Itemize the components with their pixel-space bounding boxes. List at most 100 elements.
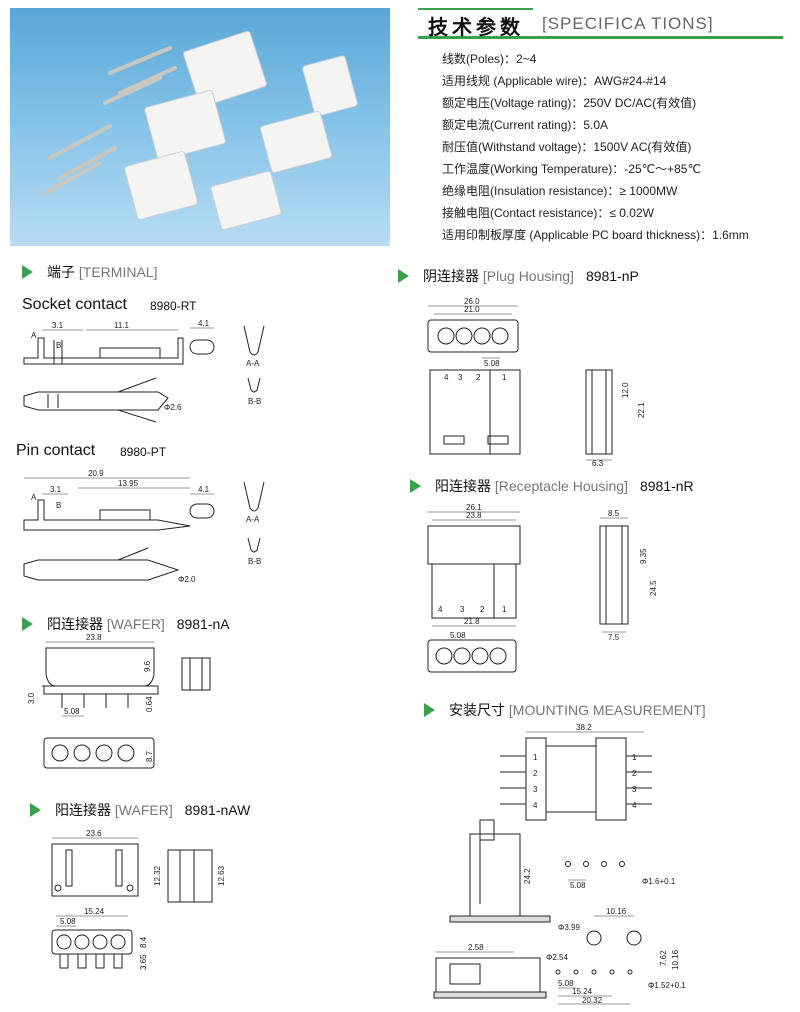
svg-text:6.3: 6.3 xyxy=(592,459,604,468)
spec-title-en: [SPECIFICA TIONS] xyxy=(542,14,714,33)
svg-text:20.32: 20.32 xyxy=(582,996,603,1005)
triangle-bullet-icon xyxy=(22,617,33,631)
mounting-drawing: 38.2 12 34 12 34 24.2 5.08 Φ1.6+0.1 10.1… xyxy=(433,723,686,1005)
svg-text:4: 4 xyxy=(632,801,637,810)
svg-text:Φ1.52+0.1: Φ1.52+0.1 xyxy=(648,981,686,990)
svg-text:8.5: 8.5 xyxy=(608,509,620,518)
wafer-section-title: 阳连接器 [WAFER]8981-nA xyxy=(22,614,230,634)
svg-text:3.0: 3.0 xyxy=(27,692,36,704)
svg-text:10.16: 10.16 xyxy=(606,907,627,916)
svg-text:A-A: A-A xyxy=(246,515,260,524)
triangle-bullet-icon xyxy=(410,479,421,493)
spec-header: 技术参数 [SPECIFICA TIONS] xyxy=(418,8,783,42)
pin-contact-label: Pin contact xyxy=(16,442,96,459)
svg-text:26.0: 26.0 xyxy=(464,297,480,306)
svg-text:3: 3 xyxy=(458,373,463,382)
mounting-section-title: 安装尺寸 [MOUNTING MEASUREMENT] xyxy=(424,700,706,720)
svg-text:20.9: 20.9 xyxy=(88,469,104,478)
socket-contact-drawing: 3.1 11.1 A B 4.1 A-A B-B Φ2.6 xyxy=(23,319,265,423)
svg-text:1: 1 xyxy=(533,753,538,762)
svg-text:B: B xyxy=(56,501,61,510)
svg-text:A-A: A-A xyxy=(246,359,260,368)
svg-text:7.62: 7.62 xyxy=(659,950,668,966)
spec-poles: 线数(Poles)：2~4 xyxy=(442,52,537,66)
svg-text:4.1: 4.1 xyxy=(198,485,210,494)
svg-text:38.2: 38.2 xyxy=(576,723,592,732)
svg-text:11.1: 11.1 xyxy=(114,321,130,330)
svg-text:24.5: 24.5 xyxy=(649,580,658,596)
terminal-section-title: 端子 [TERMINAL] xyxy=(22,262,157,282)
svg-text:3: 3 xyxy=(460,605,465,614)
svg-text:1: 1 xyxy=(502,373,507,382)
svg-text:4: 4 xyxy=(533,801,538,810)
svg-text:12.0: 12.0 xyxy=(621,382,630,398)
svg-text:Φ1.6+0.1: Φ1.6+0.1 xyxy=(642,877,676,886)
svg-text:4: 4 xyxy=(438,605,443,614)
svg-text:3: 3 xyxy=(632,785,637,794)
pin-contact-code: 8980-PT xyxy=(120,445,167,459)
spec-pc-board: 适用印制板厚度 (Applicable PC board thickness)：… xyxy=(442,228,749,242)
svg-text:15.24: 15.24 xyxy=(572,987,593,996)
svg-text:1: 1 xyxy=(502,605,507,614)
socket-contact-code: 8980-RT xyxy=(150,299,197,313)
wafer-aw-section-title: 阳连接器 [WAFER]8981-nAW xyxy=(30,800,250,820)
svg-text:8.4: 8.4 xyxy=(139,936,148,948)
svg-text:B-B: B-B xyxy=(248,397,261,406)
svg-text:5.08: 5.08 xyxy=(450,631,466,640)
svg-text:26.1: 26.1 xyxy=(466,503,482,512)
svg-text:8.7: 8.7 xyxy=(145,750,154,762)
svg-text:Φ2.54: Φ2.54 xyxy=(546,953,569,962)
spec-contact-resistance: 接触电阻(Contact resistance)：≤ 0.02W xyxy=(442,206,654,220)
svg-text:5.08: 5.08 xyxy=(64,707,80,716)
svg-text:2: 2 xyxy=(632,769,637,778)
svg-text:3.65: 3.65 xyxy=(139,954,148,970)
wafer-aw-drawing: 23.6 12.32 12.63 15.24 5.08 8.4 3.65 xyxy=(51,829,226,970)
svg-text:A: A xyxy=(31,331,37,340)
svg-text:21.0: 21.0 xyxy=(464,305,480,314)
svg-text:9.35: 9.35 xyxy=(639,548,648,564)
svg-text:5.08: 5.08 xyxy=(484,359,500,368)
svg-text:Φ3.99: Φ3.99 xyxy=(558,923,581,932)
svg-text:7.5: 7.5 xyxy=(608,633,620,642)
svg-text:23.8: 23.8 xyxy=(466,511,482,520)
svg-text:2: 2 xyxy=(480,605,485,614)
svg-text:B: B xyxy=(56,341,61,350)
svg-text:9.6: 9.6 xyxy=(143,660,152,672)
svg-text:15.24: 15.24 xyxy=(84,907,105,916)
svg-text:Φ2.6: Φ2.6 xyxy=(164,403,182,412)
pin-contact-drawing: 20.9 13.95 3.1 AB 4.1 A-A B-B Φ2.0 xyxy=(23,469,265,584)
triangle-bullet-icon xyxy=(22,265,33,279)
svg-text:23.8: 23.8 xyxy=(86,633,102,642)
svg-text:22.1: 22.1 xyxy=(637,402,646,418)
svg-text:23.6: 23.6 xyxy=(86,829,102,838)
spec-voltage: 额定电压(Voltage rating)：250V DC/AC(有效值) xyxy=(442,96,697,110)
svg-text:Φ2.0: Φ2.0 xyxy=(178,575,196,584)
spec-current: 额定电流(Current rating)：5.0A xyxy=(442,118,609,132)
svg-text:12.32: 12.32 xyxy=(153,865,162,886)
svg-text:B-B: B-B xyxy=(248,557,261,566)
svg-text:1: 1 xyxy=(632,753,637,762)
spec-wire: 适用线规 (Applicable wire)：AWG#24-#14 xyxy=(442,74,667,88)
svg-text:2.58: 2.58 xyxy=(468,943,484,952)
plug-section-title: 阴连接器 [Plug Housing]8981-nP xyxy=(398,266,639,286)
svg-text:24.2: 24.2 xyxy=(523,868,532,884)
svg-text:4.1: 4.1 xyxy=(198,319,210,328)
svg-text:5.08: 5.08 xyxy=(558,979,574,988)
svg-text:3.1: 3.1 xyxy=(52,321,64,330)
svg-text:2: 2 xyxy=(476,373,481,382)
svg-text:5.08: 5.08 xyxy=(570,881,586,890)
receptacle-section-title: 阳连接器 [Receptacle Housing]8981-nR xyxy=(410,476,694,496)
svg-text:4: 4 xyxy=(444,373,449,382)
spec-title-cn: 技术参数 xyxy=(428,17,524,39)
svg-text:A: A xyxy=(31,493,37,502)
connector-photo-illustration xyxy=(43,30,358,231)
svg-text:10.16: 10.16 xyxy=(671,949,680,970)
spec-list: 线数(Poles)：2~4 适用线规 (Applicable wire)：AWG… xyxy=(442,48,792,246)
triangle-bullet-icon xyxy=(424,703,435,717)
svg-text:12.63: 12.63 xyxy=(217,865,226,886)
svg-text:3.1: 3.1 xyxy=(50,485,62,494)
spec-withstand: 耐压值(Withstand voltage)：1500V AC(有效值) xyxy=(442,140,692,154)
svg-text:2: 2 xyxy=(533,769,538,778)
